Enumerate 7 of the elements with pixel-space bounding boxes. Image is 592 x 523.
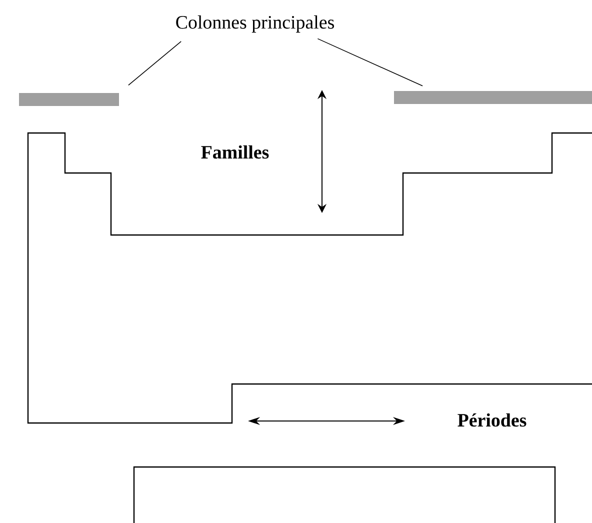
axis-label: Périodes [458, 413, 526, 427]
shaded-bar [19, 93, 119, 106]
callout-text: Colonnes principales [176, 15, 334, 33]
axis-label: Familles [201, 145, 269, 159]
shaded-bar [394, 91, 592, 104]
leader-line [128, 41, 182, 86]
leader-line [317, 38, 423, 86]
